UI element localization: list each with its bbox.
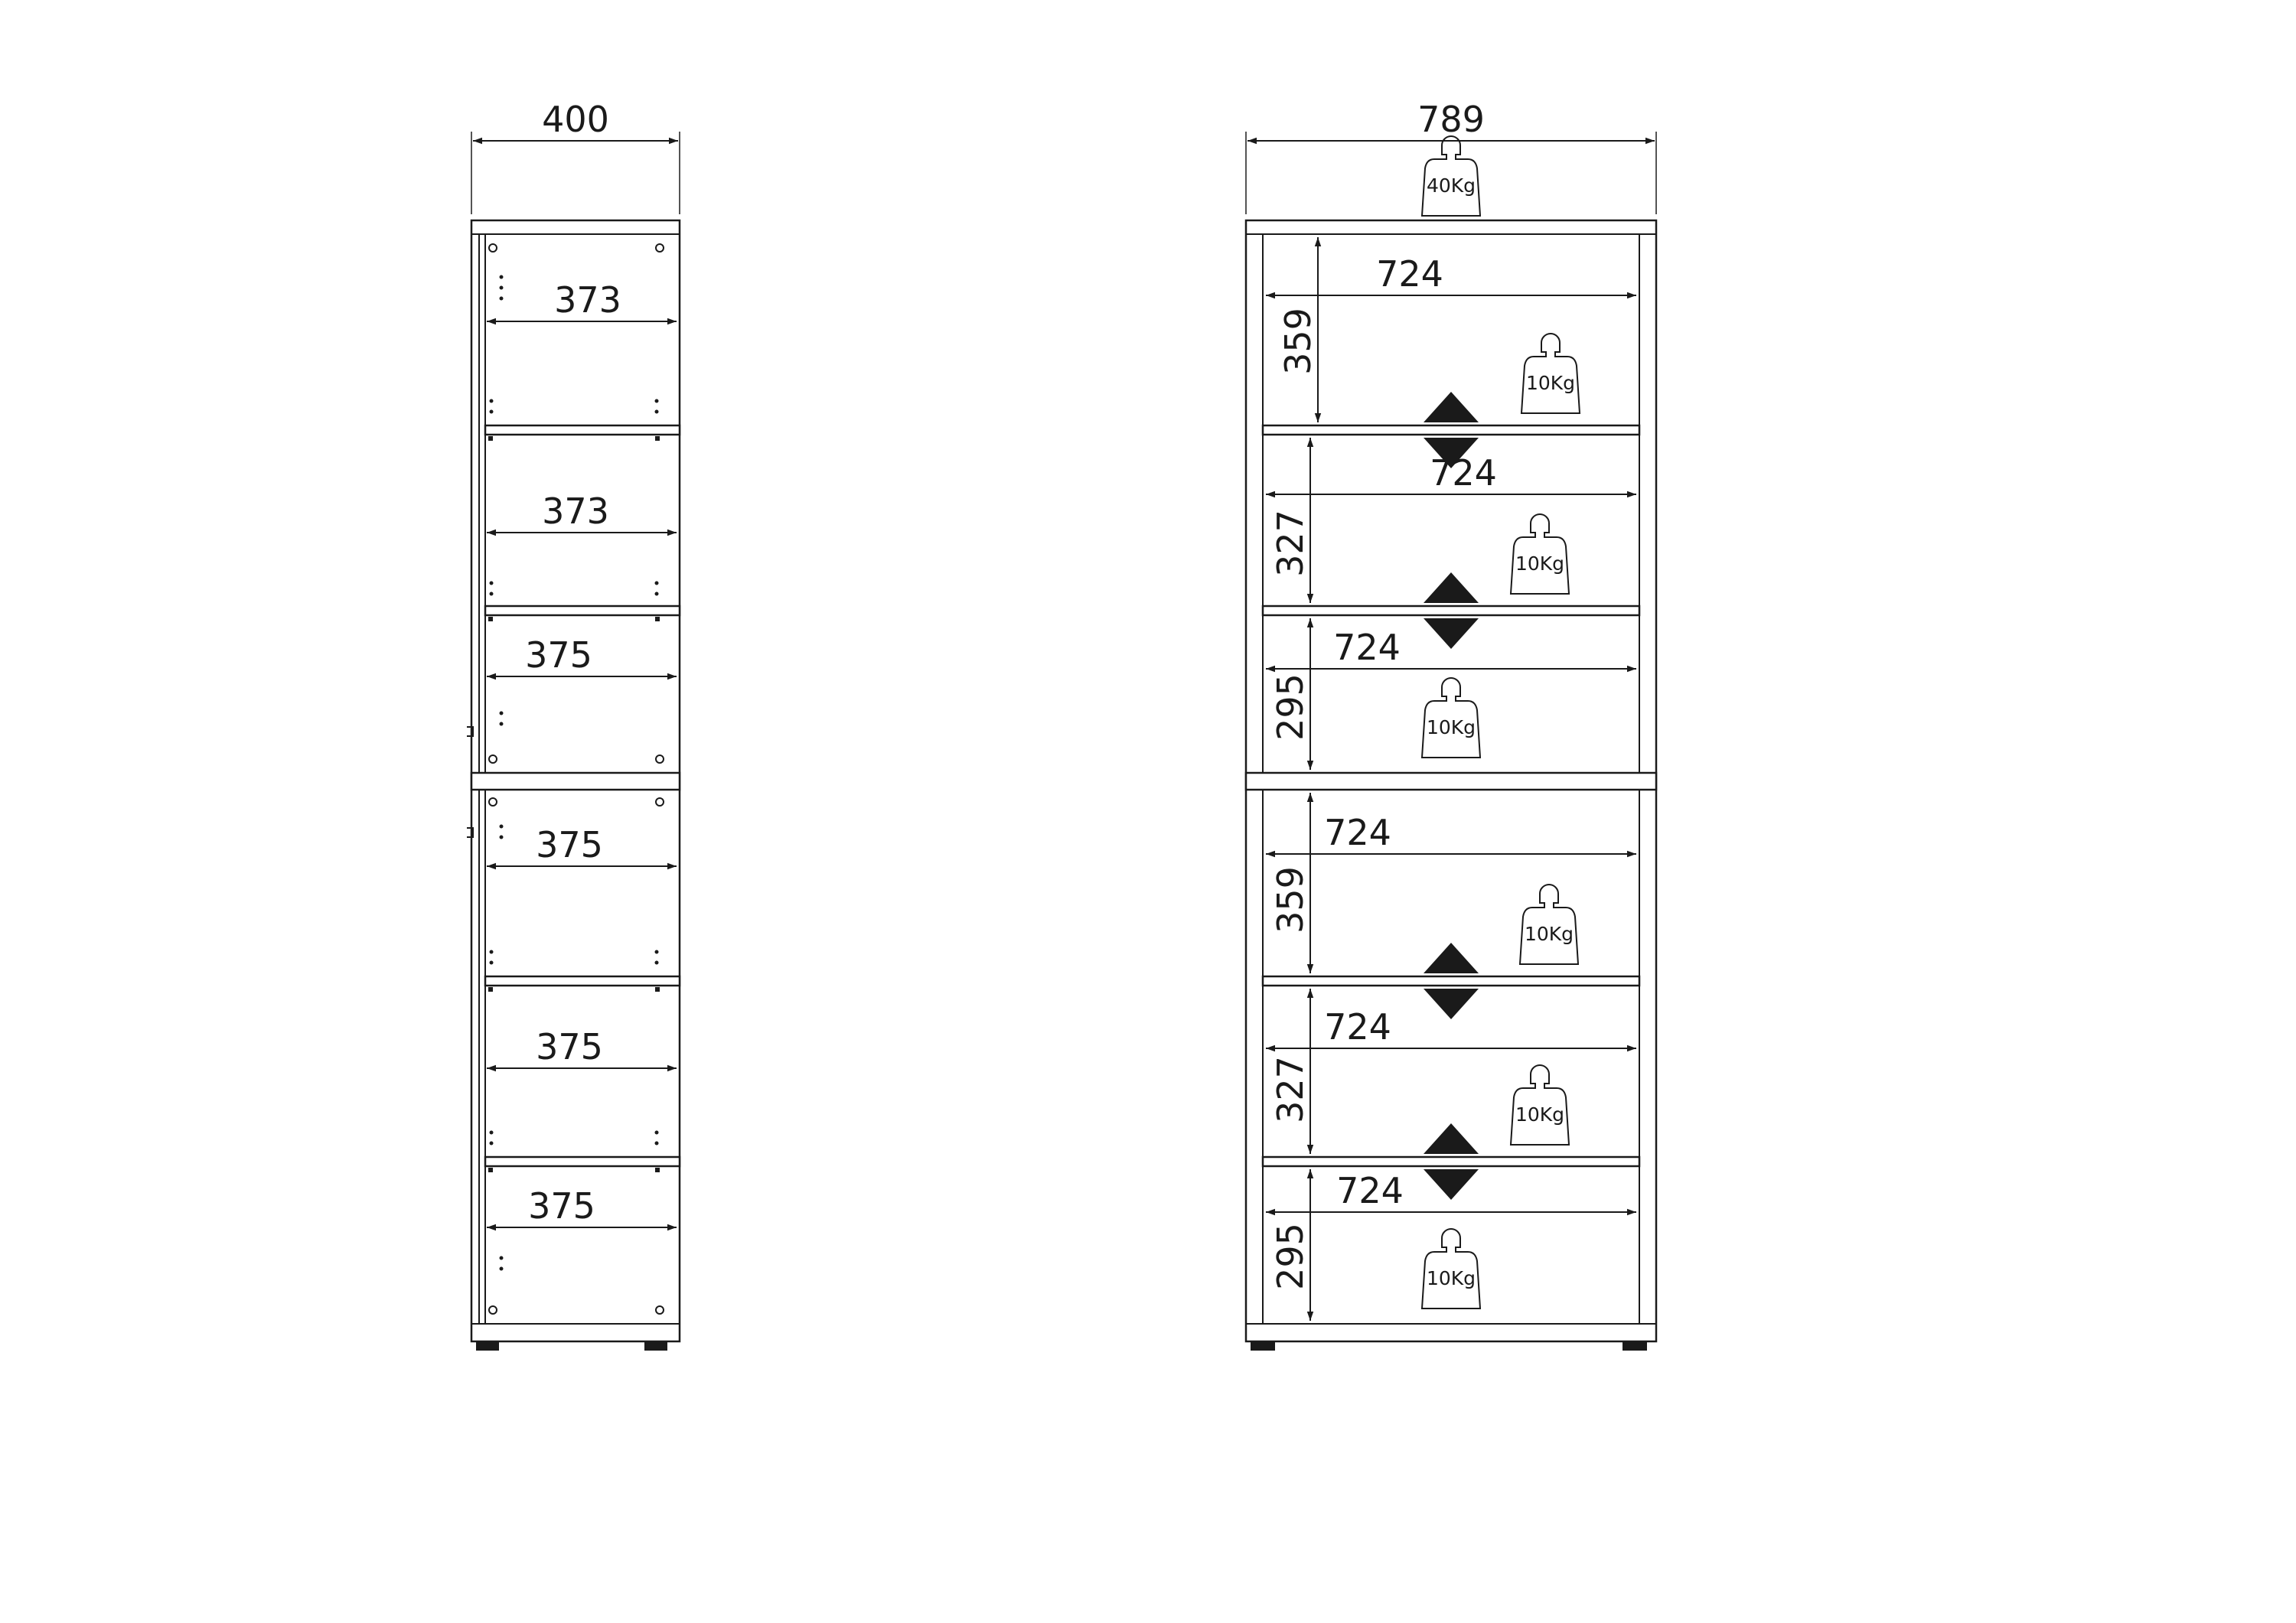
side-depth-dimension-1: 373 xyxy=(487,279,677,325)
svg-text:295: 295 xyxy=(1270,673,1311,741)
svg-text:359: 359 xyxy=(1277,308,1319,375)
front-overall-width-label: 789 xyxy=(1417,99,1485,140)
shelf-adjust-arrows-icon xyxy=(1424,572,1479,649)
front-view: 789 40Kg 359 724 xyxy=(1244,99,1658,1351)
side-hardware-dots xyxy=(488,243,664,1315)
front-compartment-5: 327 724 10Kg xyxy=(1266,989,1636,1200)
front-compartment-3: 295 724 10Kg xyxy=(1266,618,1636,770)
svg-text:724: 724 xyxy=(1376,253,1443,295)
svg-text:295: 295 xyxy=(1270,1223,1311,1290)
svg-text:724: 724 xyxy=(1333,627,1401,668)
svg-text:10Kg: 10Kg xyxy=(1515,1103,1564,1126)
weight-icon: 10Kg xyxy=(1518,884,1580,965)
front-compartment-4: 359 724 10Kg xyxy=(1266,793,1636,1019)
svg-text:724: 724 xyxy=(1324,1006,1391,1048)
front-compartment-1: 359 724 10Kg xyxy=(1266,237,1636,468)
side-overall-width-dimension: 400 xyxy=(471,99,680,214)
weight-icon: 10Kg xyxy=(1420,677,1482,758)
svg-text:373: 373 xyxy=(542,490,609,532)
svg-text:327: 327 xyxy=(1270,510,1311,577)
svg-text:10Kg: 10Kg xyxy=(1526,372,1575,394)
svg-text:327: 327 xyxy=(1270,1056,1311,1123)
front-compartment-2: 327 724 10Kg xyxy=(1266,438,1636,649)
weight-icon: 10Kg xyxy=(1420,1228,1482,1309)
side-view: 400 xyxy=(467,99,681,1351)
side-depth-dimension-2: 373 xyxy=(487,490,677,536)
shelf-adjust-arrows-icon xyxy=(1424,943,1479,1019)
top-load-label: 40Kg xyxy=(1427,174,1476,197)
svg-text:10Kg: 10Kg xyxy=(1525,923,1574,945)
weight-icon: 10Kg xyxy=(1509,1064,1570,1146)
svg-text:724: 724 xyxy=(1430,452,1497,494)
svg-text:375: 375 xyxy=(528,1185,595,1227)
weight-icon: 10Kg xyxy=(1520,333,1581,414)
svg-text:10Kg: 10Kg xyxy=(1427,1267,1476,1289)
front-cabinet-body xyxy=(1244,219,1658,1351)
svg-text:10Kg: 10Kg xyxy=(1515,552,1564,575)
side-cabinet-body xyxy=(467,219,681,1351)
side-depth-dimension-5: 375 xyxy=(487,1026,677,1072)
svg-text:373: 373 xyxy=(554,279,621,321)
side-depth-dimension-3: 375 xyxy=(487,634,677,680)
svg-text:375: 375 xyxy=(536,1026,603,1067)
svg-text:359: 359 xyxy=(1270,866,1311,934)
front-compartment-6: 295 724 10Kg xyxy=(1266,1169,1636,1321)
svg-text:10Kg: 10Kg xyxy=(1427,716,1476,738)
weight-icon: 10Kg xyxy=(1509,513,1570,595)
shelf-adjust-arrows-icon xyxy=(1424,1123,1479,1200)
front-overall-width-dimension: 789 xyxy=(1245,99,1657,214)
svg-text:375: 375 xyxy=(525,634,592,676)
weight-icon: 40Kg xyxy=(1420,135,1482,217)
svg-text:724: 724 xyxy=(1324,812,1391,853)
side-depth-dimension-6: 375 xyxy=(487,1185,677,1231)
shelf-adjust-arrows-icon xyxy=(1424,392,1479,468)
svg-text:724: 724 xyxy=(1336,1170,1404,1211)
side-overall-width-label: 400 xyxy=(542,99,609,140)
svg-text:375: 375 xyxy=(536,824,603,865)
side-depth-dimension-4: 375 xyxy=(487,824,677,870)
